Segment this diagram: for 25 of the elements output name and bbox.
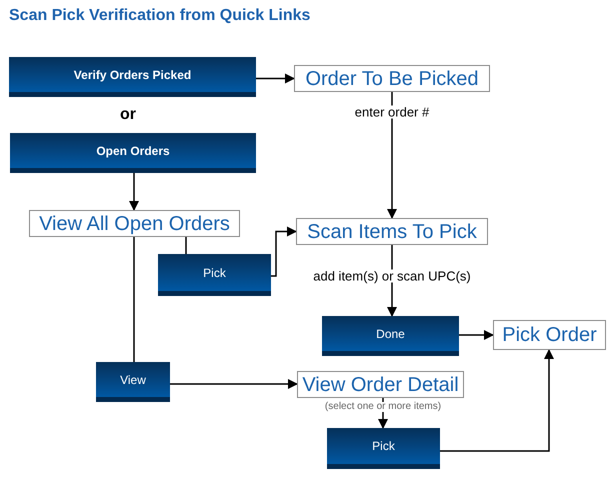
screen-box: View Order Detail: [297, 371, 464, 398]
connector-line: [185, 237, 187, 254]
connector-text: or: [120, 107, 136, 123]
arrow: [129, 173, 139, 211]
action-box: Pick: [158, 254, 271, 296]
action-box: Verify Orders Picked: [9, 57, 256, 97]
screen-box: Order To Be Picked: [294, 65, 490, 92]
arrow: [256, 74, 295, 84]
action-box: Done: [322, 316, 459, 356]
arrow: [387, 92, 397, 219]
screen-box: View All Open Orders: [29, 210, 240, 237]
arrow: [271, 226, 297, 277]
diagram-title: Scan Pick Verification from Quick Links: [9, 6, 310, 26]
arrow: [170, 379, 298, 389]
edge-label: enter order #: [352, 106, 432, 118]
connector-line: [133, 237, 135, 362]
edge-label: (select one or more items): [322, 402, 444, 412]
screen-box: Scan Items To Pick: [296, 218, 488, 245]
action-box: Open Orders: [10, 133, 256, 173]
edge-label: add item(s) or scan UPC(s): [311, 270, 473, 282]
action-box: Pick: [327, 428, 440, 469]
arrow: [440, 349, 554, 452]
screen-box: Pick Order: [493, 320, 606, 350]
arrow: [459, 330, 494, 340]
action-box: View: [96, 362, 170, 402]
